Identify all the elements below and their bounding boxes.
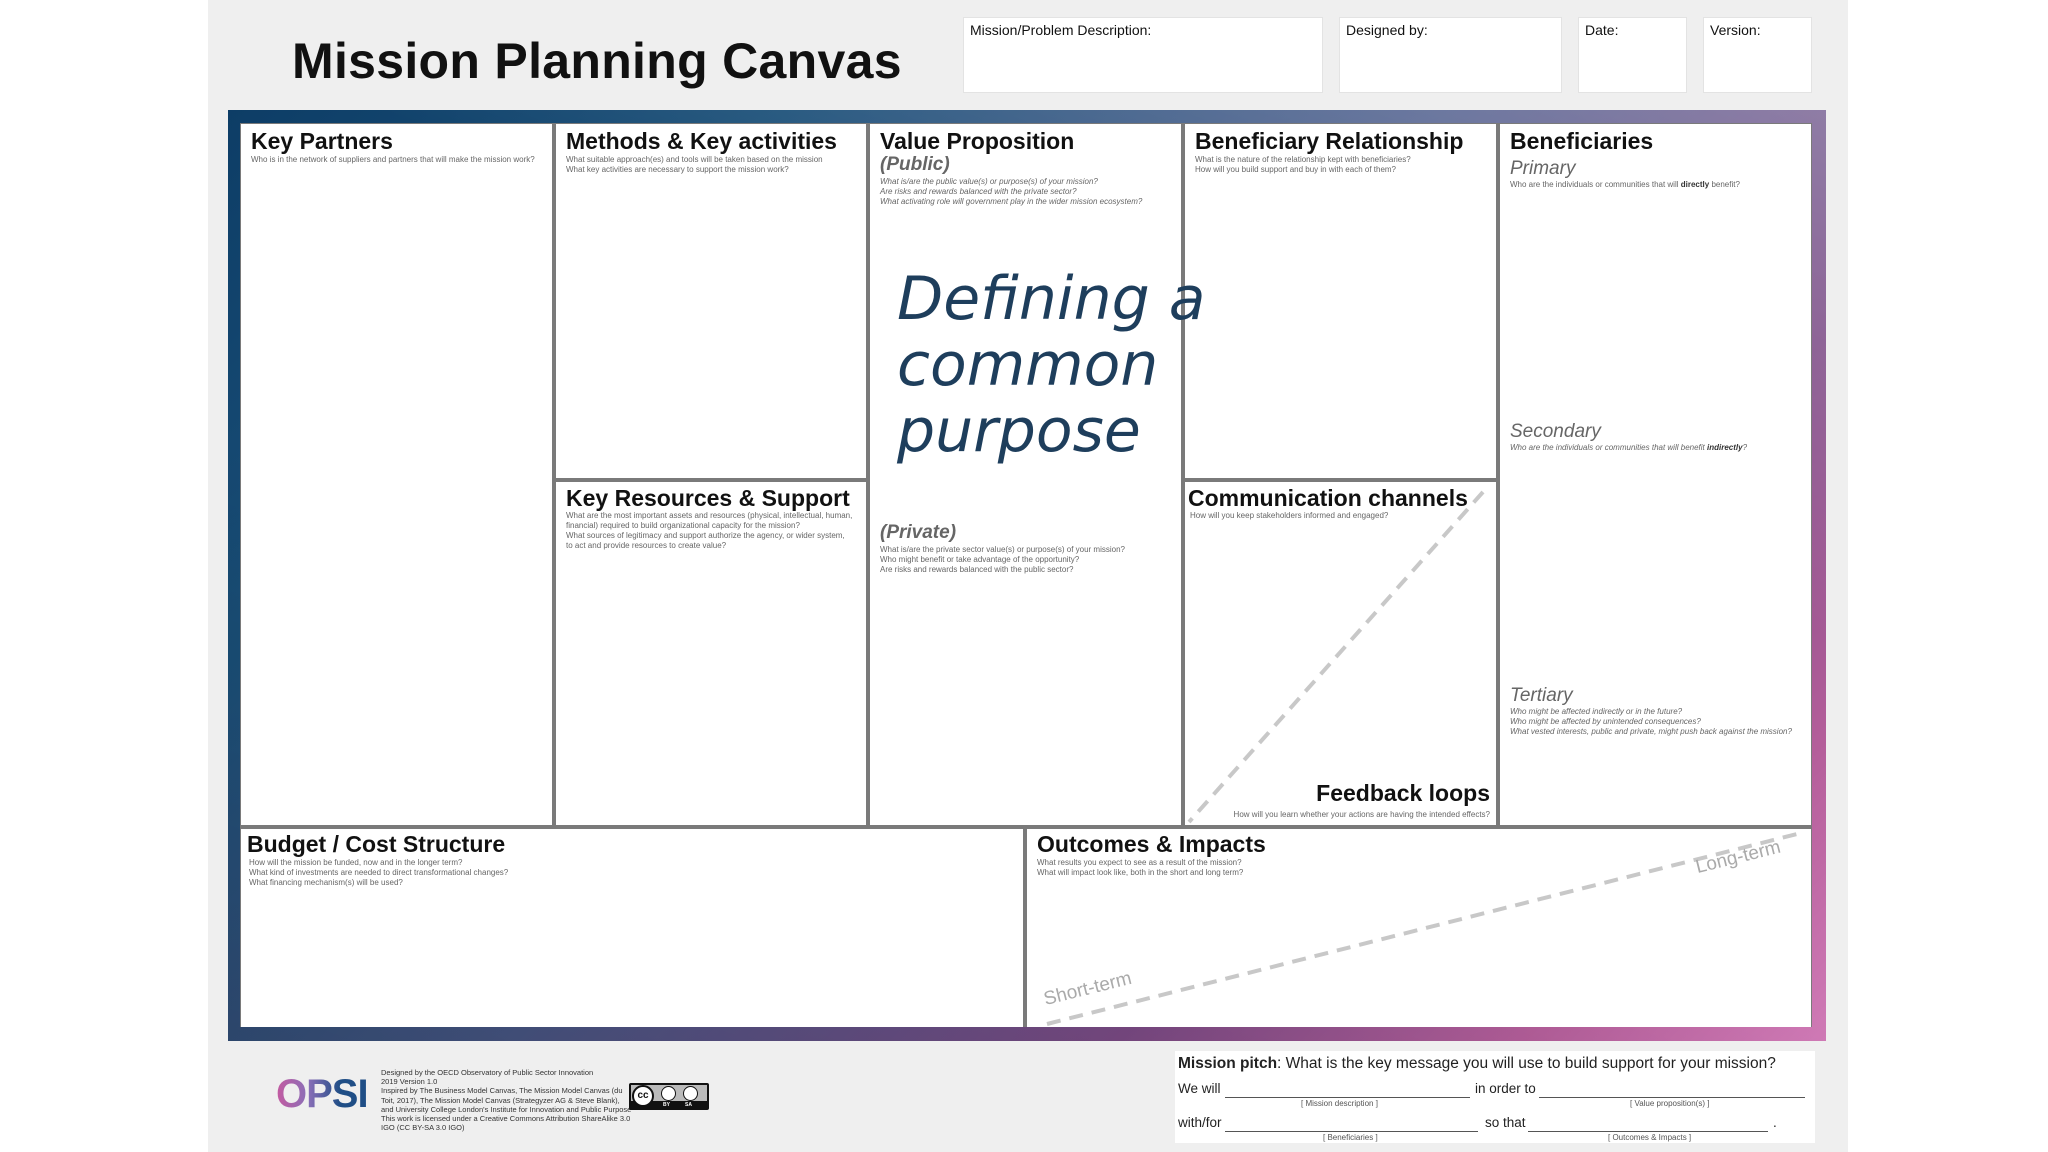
beneficiaries-secondary-question: Who are the individuals or communities t…	[1510, 443, 1748, 452]
feedback-loops-question: How will you learn whether your actions …	[1233, 810, 1490, 819]
date-field[interactable]: Date:	[1578, 17, 1687, 93]
designed-by-label: Designed by:	[1346, 22, 1428, 38]
feedback-loops-title: Feedback loops	[1316, 780, 1490, 806]
pitch-in-order-to: in order to	[1475, 1081, 1536, 1096]
share-alike-icon	[683, 1086, 698, 1101]
beneficiary-relationship-question: What is the nature of the relationship k…	[1195, 155, 1411, 174]
value-proposition-title: Value Proposition	[880, 128, 1075, 154]
beneficiaries-title: Beneficiaries	[1510, 128, 1654, 154]
badge-sa-label: SA	[685, 1102, 692, 1108]
mission-description-label: Mission/Problem Description:	[970, 22, 1152, 38]
version-field[interactable]: Version:	[1703, 17, 1812, 93]
key-resources-title: Key Resources & Support	[566, 485, 850, 511]
version-label: Version:	[1710, 22, 1761, 38]
mission-description-field[interactable]: Mission/Problem Description:	[963, 17, 1323, 93]
attribution-icon	[661, 1086, 676, 1101]
beneficiaries-tertiary-label: Tertiary	[1510, 685, 1573, 706]
beneficiaries-primary-label: Primary	[1510, 158, 1576, 179]
budget-question: How will the mission be funded, now and …	[249, 858, 509, 887]
outcomes-timeline-line	[1046, 832, 1798, 1026]
budget-block[interactable]: Budget / Cost Structure How will the mis…	[241, 829, 1023, 1027]
budget-title: Budget / Cost Structure	[247, 831, 506, 857]
cc-icon: cc	[632, 1085, 654, 1107]
methods-title: Methods & Key activities	[566, 128, 837, 154]
outcomes-question: What results you expect to see as a resu…	[1037, 858, 1244, 877]
designed-by-field[interactable]: Designed by:	[1339, 17, 1562, 93]
value-private-label: (Private)	[880, 522, 957, 543]
pitch-value-caption: [ Value proposition(s) ]	[1630, 1099, 1710, 1108]
pitch-with-for: with/for	[1178, 1115, 1222, 1130]
pitch-outcomes-caption: [ Outcomes & Impacts ]	[1608, 1133, 1692, 1142]
communication-channels-title: Communication channels	[1188, 485, 1468, 511]
pitch-beneficiaries-caption: [ Beneficiaries ]	[1323, 1133, 1378, 1142]
methods-block[interactable]: Methods & Key activities What suitable a…	[556, 124, 866, 478]
credits-text: Designed by the OECD Observatory of Publ…	[381, 1068, 632, 1133]
mission-pitch-box[interactable]: Mission pitch: What is the key message y…	[1175, 1051, 1815, 1143]
common-purpose-text: Defining a common purpose	[897, 264, 1206, 466]
key-partners-question: Who is in the network of suppliers and p…	[251, 155, 535, 164]
key-resources-block[interactable]: Key Resources & Support What are the mos…	[556, 482, 866, 825]
pitch-period: .	[1773, 1115, 1777, 1130]
key-resources-question: What are the most important assets and r…	[566, 511, 853, 550]
beneficiaries-secondary-label: Secondary	[1510, 421, 1601, 442]
pitch-mission-caption: [ Mission description ]	[1301, 1099, 1378, 1108]
outcomes-title: Outcomes & Impacts	[1037, 831, 1266, 857]
pitch-value-line[interactable]	[1539, 1097, 1805, 1098]
value-private-question: What is/are the private sector value(s) …	[880, 545, 1125, 574]
key-partners-title: Key Partners	[251, 128, 393, 154]
communication-channels-block[interactable]: Communication channels How will you keep…	[1185, 482, 1496, 825]
pitch-we-will: We will	[1178, 1081, 1221, 1096]
page-title: Mission Planning Canvas	[292, 33, 902, 89]
outcomes-block[interactable]: Outcomes & Impacts What results you expe…	[1027, 829, 1811, 1027]
beneficiaries-block[interactable]: Beneficiaries Primary Who are the indivi…	[1500, 124, 1811, 825]
pitch-outcomes-line[interactable]	[1528, 1131, 1768, 1132]
pitch-mission-line[interactable]	[1225, 1097, 1470, 1098]
methods-question: What suitable approach(es) and tools wil…	[566, 155, 823, 174]
beneficiaries-tertiary-question: Who might be affected indirectly or in t…	[1510, 707, 1792, 736]
mission-pitch-heading: Mission pitch: What is the key message y…	[1178, 1055, 1776, 1072]
communication-channels-question: How will you keep stakeholders informed …	[1190, 511, 1389, 520]
value-public-label: (Public)	[880, 154, 950, 175]
date-label: Date:	[1585, 22, 1619, 38]
opsi-logo: OPSI	[276, 1072, 369, 1116]
beneficiary-relationship-title: Beneficiary Relationship	[1195, 128, 1464, 154]
badge-by-label: BY	[663, 1102, 670, 1108]
value-proposition-block[interactable]: Value Proposition (Public) What is/are t…	[870, 124, 1181, 825]
beneficiaries-primary-question: Who are the individuals or communities t…	[1510, 180, 1740, 189]
beneficiary-relationship-block[interactable]: Beneficiary Relationship What is the nat…	[1185, 124, 1496, 478]
key-partners-block[interactable]: Key Partners Who is in the network of su…	[241, 124, 552, 825]
value-public-question: What is/are the public value(s) or purpo…	[880, 177, 1143, 206]
channels-feedback-divider	[1187, 490, 1485, 824]
pitch-so-that: so that	[1485, 1115, 1526, 1130]
pitch-beneficiaries-line[interactable]	[1225, 1131, 1478, 1132]
cc-by-sa-badge[interactable]: cc BY SA	[629, 1083, 709, 1110]
